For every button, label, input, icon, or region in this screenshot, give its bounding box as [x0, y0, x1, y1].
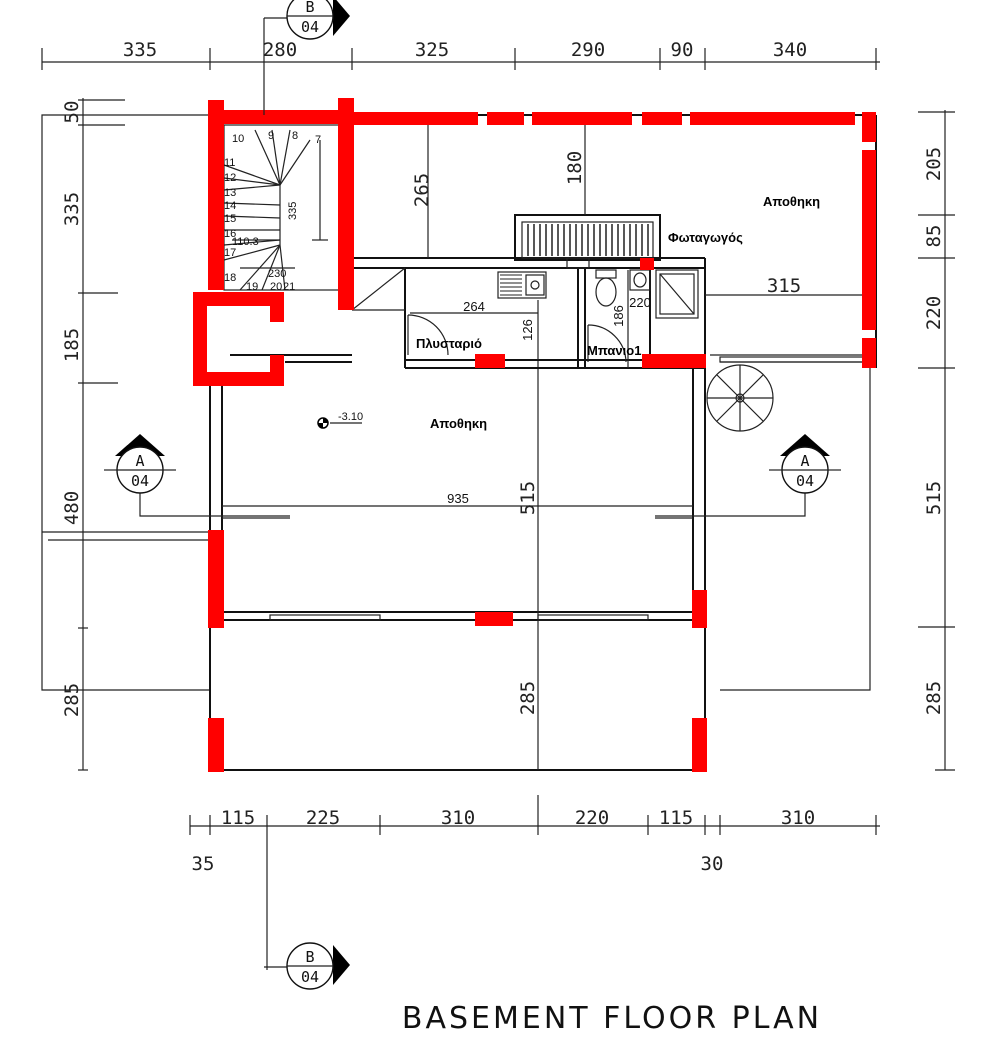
stair-run-dimension: 230 [268, 268, 286, 280]
structural-walls [193, 98, 876, 772]
section-marker-b-bottom: B 04 [264, 942, 350, 990]
section-a-left-sheet: 04 [131, 472, 149, 490]
right-dim-1: 205 [923, 147, 945, 181]
bottom-dimension-chain: 115 225 310 220 115 310 35 30 [189, 795, 880, 970]
fixtures [269, 269, 871, 621]
terrace-outlines [41, 114, 871, 691]
left-dim-2: 335 [61, 192, 83, 226]
bottom-dim-3: 310 [441, 807, 475, 829]
stair-step-20: 20 [270, 281, 282, 293]
section-b-top-sheet: 04 [301, 18, 319, 36]
dim-180: 180 [564, 151, 586, 185]
section-b-top-letter: B [305, 0, 314, 16]
stair-step-7: 7 [315, 134, 321, 146]
dim-264: 264 [463, 299, 485, 314]
dim-186: 186 [611, 305, 626, 327]
top-dim-4: 290 [571, 39, 605, 61]
stair-step-21: 21 [283, 281, 295, 293]
bottom-dim-6: 310 [781, 807, 815, 829]
lightwell [514, 214, 661, 269]
level-mark-value: -3.10 [338, 411, 363, 423]
room-storage-top: Αποθηκη [763, 194, 820, 209]
dim-285: 285 [517, 681, 539, 715]
stair-step-11: 11 [224, 157, 235, 169]
top-dimension-chain: 335 280 325 290 90 340 [41, 39, 880, 70]
left-dim-1: 50 [61, 101, 83, 124]
bottom-dim-4: 220 [575, 807, 609, 829]
section-b-bottom-sheet: 04 [301, 968, 319, 986]
level-mark: -3.10 [317, 411, 363, 429]
dim-935: 935 [447, 491, 469, 506]
stair-step-17: 17 [224, 247, 236, 259]
stair-step-9: 9 [268, 130, 274, 142]
bottom-dim-5: 115 [659, 807, 693, 829]
stair-width-dimension: 110.3 [232, 236, 259, 248]
bottom-dim-extra-right: 30 [701, 853, 724, 875]
section-b-bottom-letter: B [305, 948, 314, 966]
right-dim-3: 220 [923, 296, 945, 330]
stair-step-16: 16 [224, 228, 236, 240]
drawing-title: BASEMENT FLOOR PLAN [402, 1001, 822, 1036]
stair-step-13: 13 [224, 187, 236, 199]
top-dim-6: 340 [773, 39, 807, 61]
left-dim-4: 480 [61, 491, 83, 525]
stair-step-10: 10 [232, 133, 244, 145]
stair-step-8: 8 [292, 130, 298, 142]
bottom-dim-1: 115 [221, 807, 255, 829]
room-lightwell: Φωταγωγός [668, 230, 743, 245]
dim-126: 126 [520, 319, 535, 341]
stair-step-15: 15 [224, 213, 236, 225]
left-dim-5: 285 [61, 683, 83, 717]
room-bathroom: Μπανιο1 [587, 343, 641, 358]
right-dimension-chain: 205 85 220 515 285 [918, 110, 955, 771]
building-outline [209, 114, 877, 771]
interior-dimensions: 265 180 315 264 126 186 220 935 515 285 [222, 125, 862, 715]
section-marker-a-right: A 04 [655, 434, 841, 517]
stair-step-14: 14 [224, 200, 236, 212]
left-dim-3: 185 [61, 328, 83, 362]
dim-315: 315 [767, 275, 801, 297]
top-dim-1: 335 [123, 39, 157, 61]
bottom-dim-extra-left: 35 [192, 853, 215, 875]
spiral-stair [706, 364, 774, 432]
top-dim-5: 90 [671, 39, 694, 61]
stair-step-12: 12 [224, 172, 236, 184]
right-dim-2: 85 [923, 225, 945, 248]
right-dim-5: 285 [923, 681, 945, 715]
dim-265: 265 [411, 173, 433, 207]
section-a-right-sheet: 04 [796, 472, 814, 490]
section-a-right-letter: A [800, 452, 809, 470]
room-labels: Αποθηκη Φωταγωγός Πλυσταριό Μπανιο1 Αποθ… [416, 194, 820, 431]
room-storage-main: Αποθηκη [430, 416, 487, 431]
section-marker-b-top: B 04 [263, 0, 350, 115]
staircase: 10 9 8 7 11 12 13 14 15 16 17 18 19 20 2… [223, 124, 341, 293]
right-dim-4: 515 [923, 481, 945, 515]
dim-220-bath: 220 [629, 295, 651, 310]
top-dim-3: 325 [415, 39, 449, 61]
bottom-dim-2: 225 [306, 807, 340, 829]
room-laundry: Πλυσταριό [416, 336, 482, 351]
section-marker-a-left: A 04 [104, 434, 290, 517]
dim-515: 515 [517, 481, 539, 515]
left-dimension-chain: 50 335 185 480 285 [61, 98, 125, 771]
top-dim-2: 280 [263, 39, 297, 61]
stair-step-18: 18 [224, 272, 236, 284]
stair-step-19: 19 [246, 281, 258, 293]
stair-length-dimension: 335 [287, 202, 299, 220]
section-a-left-letter: A [135, 452, 144, 470]
